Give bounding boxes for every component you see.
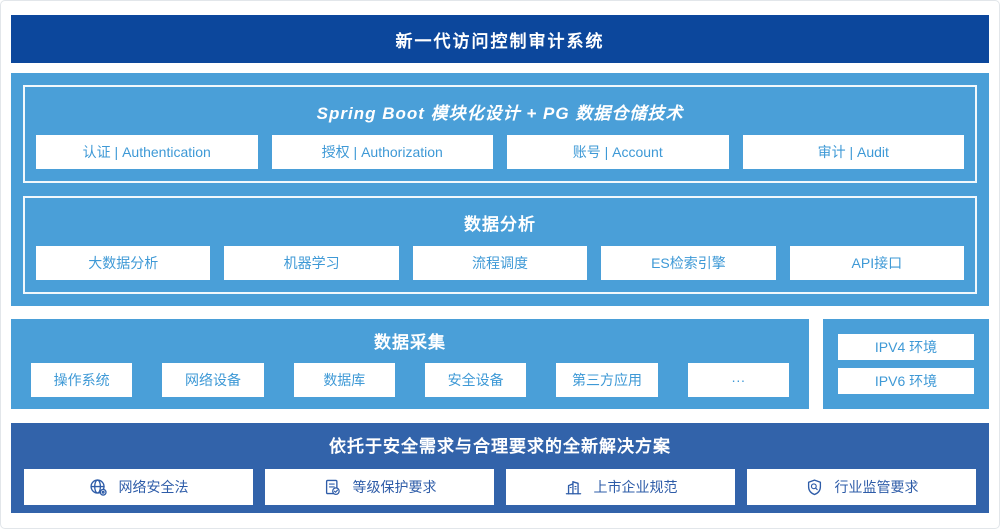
auth-module-row: 认证 | Authentication 授权 | Authorization 账… [36,135,964,170]
collect-source-row: 操作系统 网络设备 数据库 安全设备 第三方应用 ··· [31,363,789,397]
collect-layer: 数据采集 操作系统 网络设备 数据库 安全设备 第三方应用 ··· [11,319,809,409]
solution-box-industry-regulation: 行业监管要求 [747,469,976,505]
solution-label: 上市企业规范 [593,479,678,495]
document-check-icon [323,478,342,497]
ip-env-layer: IPV4 环境 IPV6 环境 [823,319,989,409]
collect-box-database: 数据库 [293,363,395,397]
collect-box-security-device: 安全设备 [424,363,527,397]
solution-box-listed-company: 上市企业规范 [506,469,735,505]
collect-title: 数据采集 [374,333,446,352]
collect-box-thirdparty: 第三方应用 [556,363,658,397]
module-box-authorization: 授权 | Authorization [271,135,493,170]
analysis-box-api: API接口 [789,246,965,281]
building-icon [564,478,583,497]
module-box-account: 账号 | Account [507,135,729,170]
analysis-box-es: ES检索引擎 [601,246,776,281]
ip-box-ipv6: IPV6 环境 [838,368,974,394]
solution-label: 行业监管要求 [834,479,919,495]
solution-box-graded-protection: 等级保护要求 [265,469,494,505]
collect-box-ellipsis: ··· [687,363,789,397]
collect-box-network-device: 网络设备 [162,363,264,397]
collect-env-row: 数据采集 操作系统 网络设备 数据库 安全设备 第三方应用 ··· IPV4 环… [11,319,989,409]
analysis-box-bigdata: 大数据分析 [36,246,211,281]
page-title: 新一代访问控制审计系统 [395,31,605,51]
solution-label: 等级保护要求 [352,479,437,495]
solution-label: 网络安全法 [118,479,189,495]
solution-box-row: 网络安全法 等级保护要求 [24,469,976,505]
panel-analysis: 数据分析 大数据分析 机器学习 流程调度 ES检索引擎 API接口 [23,196,977,294]
solution-title: 依托于安全需求与合理要求的全新解决方案 [329,437,671,456]
panel-analysis-title: 数据分析 [464,214,536,234]
shield-search-icon [805,478,824,497]
panel-springboot: Spring Boot 模块化设计 + PG 数据仓储技术 认证 | Authe… [23,85,977,183]
solution-layer: 依托于安全需求与合理要求的全新解决方案 网络安全法 [11,423,989,513]
ip-box-ipv4: IPV4 环境 [838,334,974,360]
solution-box-cybersecurity-law: 网络安全法 [24,469,253,505]
collect-box-os: 操作系统 [31,363,133,397]
analysis-box-ml: 机器学习 [224,246,399,281]
module-box-authentication: 认证 | Authentication [36,135,258,170]
main-title-banner: 新一代访问控制审计系统 [11,15,989,63]
analysis-module-row: 大数据分析 机器学习 流程调度 ES检索引擎 API接口 [36,246,965,281]
globe-icon [89,478,108,497]
panel-springboot-title: Spring Boot 模块化设计 + PG 数据仓储技术 [316,103,684,123]
tech-layer: Spring Boot 模块化设计 + PG 数据仓储技术 认证 | Authe… [11,73,989,306]
module-box-audit: 审计 | Audit [742,135,964,170]
analysis-box-workflow: 流程调度 [412,246,588,281]
